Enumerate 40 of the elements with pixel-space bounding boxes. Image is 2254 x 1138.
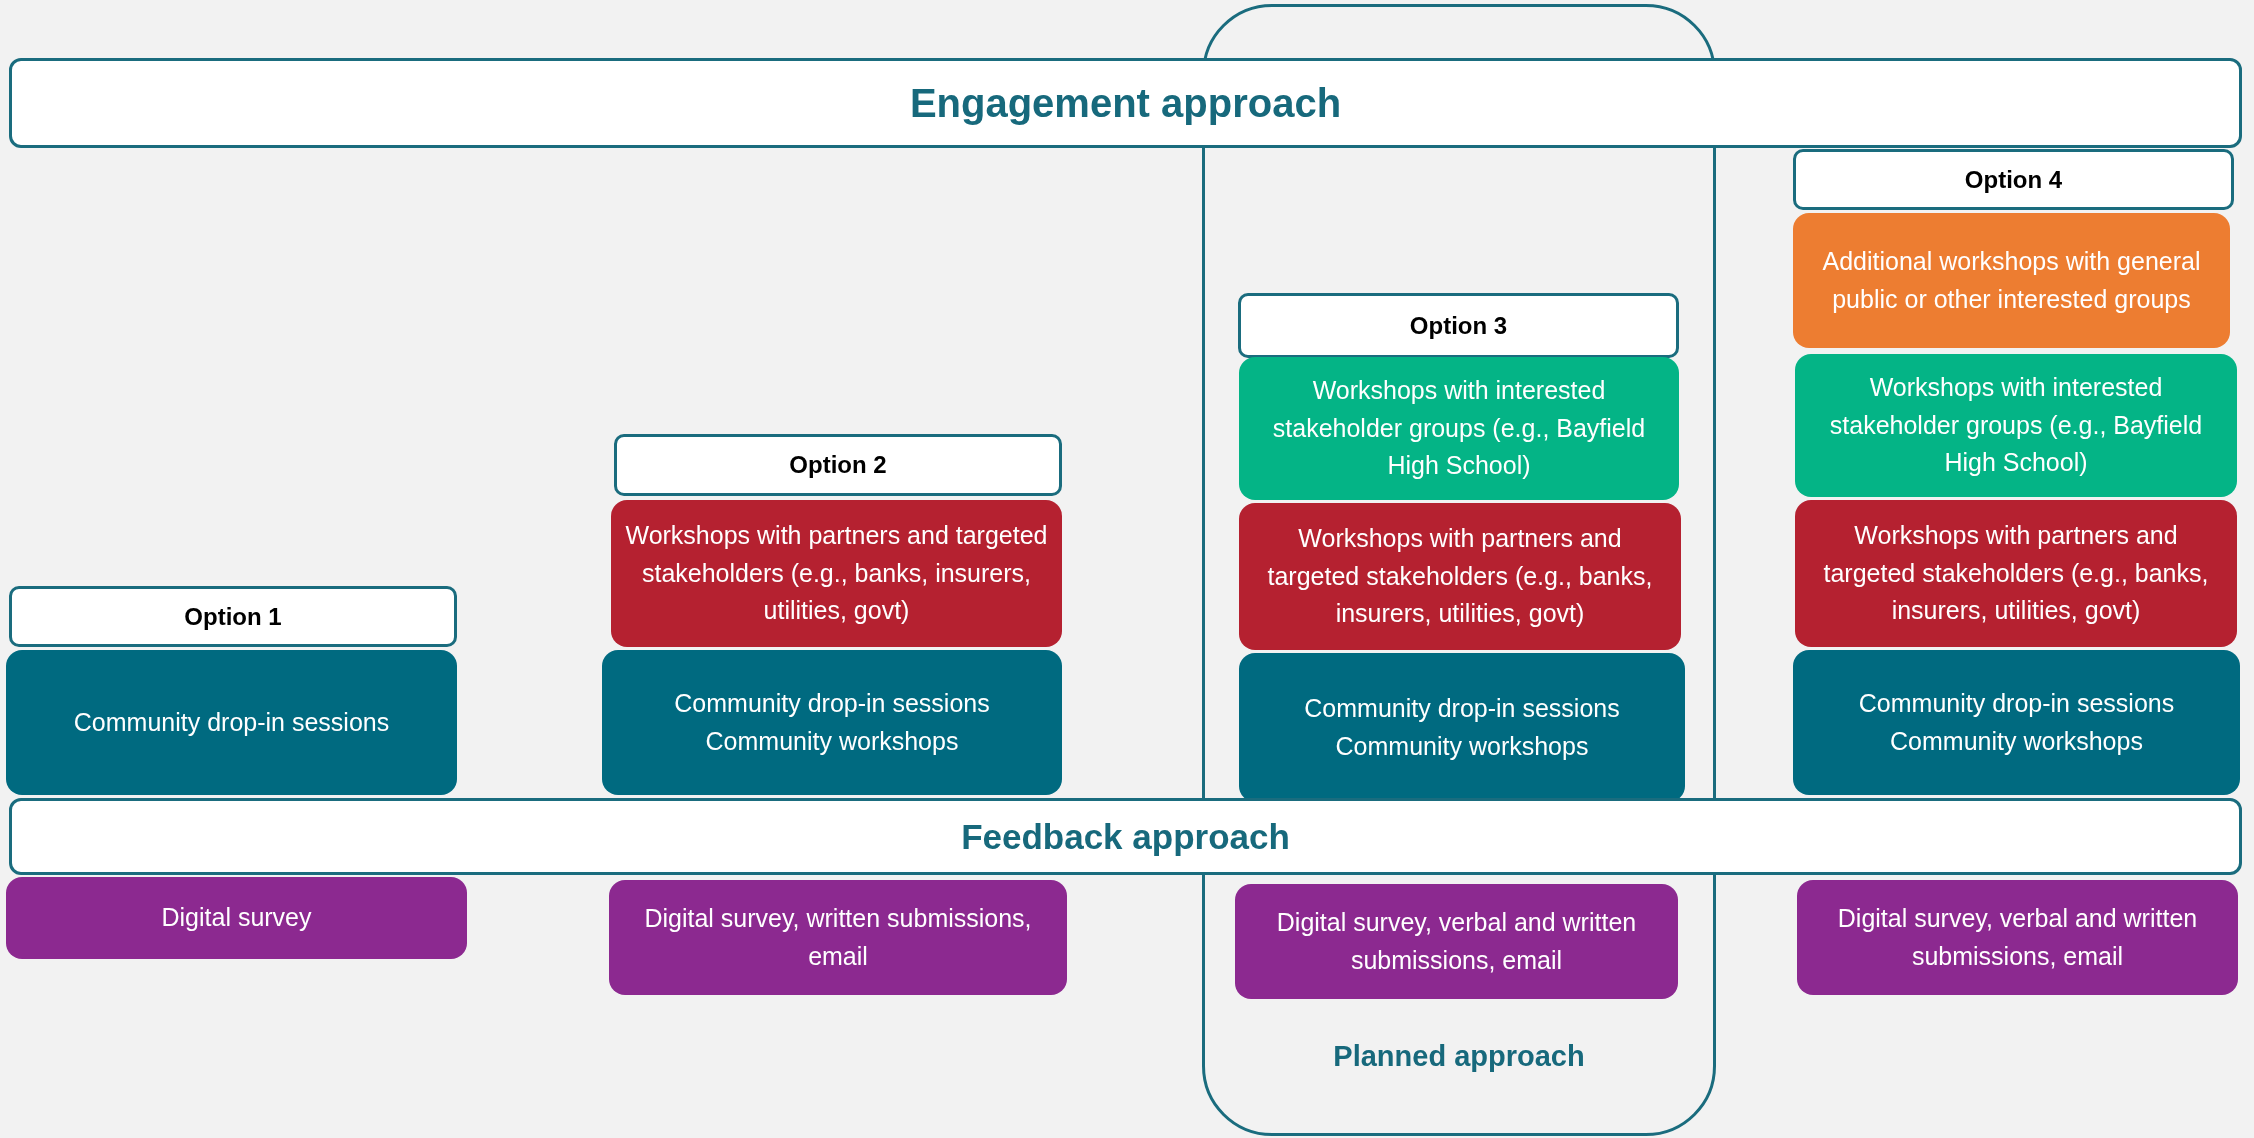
activity-box — [1795, 354, 2237, 497]
box-text: Community drop-in sessions Community workshops — [673, 688, 991, 757]
activity-box — [1793, 213, 2230, 348]
activity-box — [1793, 650, 2240, 795]
box-text: Feedback approach — [961, 816, 1290, 857]
box-text: Workshops with partners and targeted stakeholders (e.g., banks, insurers, utilities, govt) — [1266, 523, 1654, 630]
box-text: Workshops with partners and targeted stakeholders (e.g., banks, insurers, utilities, govt) — [625, 520, 1048, 627]
box-text: Option 3 — [1409, 311, 1508, 340]
box-text: Option 4 — [1964, 165, 2063, 194]
option-header — [1238, 293, 1679, 358]
activity-box — [1239, 357, 1679, 500]
section-bar — [9, 798, 2242, 875]
activity-box — [1795, 500, 2237, 647]
option-header — [9, 586, 457, 647]
activity-box — [6, 877, 467, 959]
option-header — [1793, 149, 2234, 210]
box-text: Option 1 — [184, 602, 282, 631]
box-text: Digital survey, written submissions, email — [643, 903, 1033, 972]
activity-box — [1797, 880, 2238, 995]
box-text: Workshops with interested stakeholder groups (e.g., Bayfield High School) — [1828, 372, 2204, 479]
box-text: Digital survey, verbal and written submissions, email — [1836, 903, 2199, 972]
activity-box — [1235, 884, 1678, 999]
box-text: Digital survey, verbal and written submissions, email — [1275, 907, 1638, 976]
box-text: Option 2 — [789, 451, 887, 479]
activity-box — [609, 880, 1067, 995]
box-text: Community drop-in sessions Community workshops — [1303, 693, 1621, 762]
option-header — [614, 434, 1062, 496]
section-bar — [9, 58, 2242, 148]
activity-box — [602, 650, 1062, 795]
box-text: Community drop-in sessions — [73, 706, 390, 738]
box-text: Additional workshops with general public or other interested groups — [1821, 246, 2202, 315]
activity-box — [1239, 503, 1681, 650]
activity-box — [611, 500, 1062, 647]
box-text: Digital survey — [161, 902, 312, 934]
box-text: Engagement approach — [909, 80, 1342, 126]
activity-box — [6, 650, 457, 795]
group-title: Planned approach — [1332, 1040, 1586, 1073]
box-text: Community drop-in sessions Community workshops — [1857, 688, 2176, 757]
box-text: Workshops with partners and targeted stakeholders (e.g., banks, insurers, utilities, govt) — [1822, 520, 2210, 627]
box-text: Workshops with interested stakeholder groups (e.g., Bayfield High School) — [1271, 375, 1647, 482]
